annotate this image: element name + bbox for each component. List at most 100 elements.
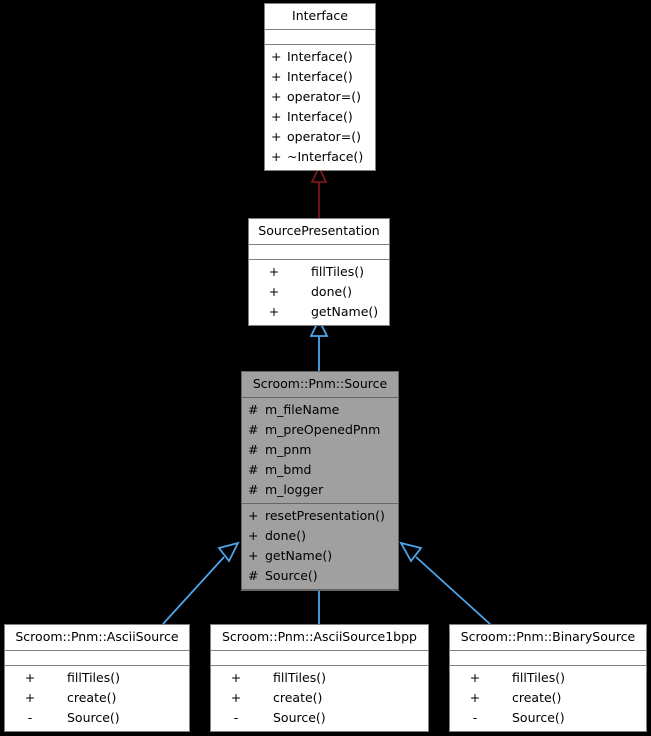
methods-compartment: + fillTiles() + done() + getName() xyxy=(249,260,389,325)
method-row: + ~Interface() xyxy=(265,147,375,167)
method-row: + Interface() xyxy=(265,47,375,67)
edge-asciisource-to-source xyxy=(162,541,240,625)
attribute-row: # m_logger xyxy=(242,480,398,500)
attributes-compartment: # m_fileName # m_preOpenedPnm # m_pnm # … xyxy=(242,398,398,504)
attribute-row: # m_bmd xyxy=(242,460,398,480)
member-label: operator=() xyxy=(287,129,361,144)
visibility-marker: - xyxy=(233,710,239,725)
attributes-compartment xyxy=(450,651,646,666)
method-row: + resetPresentation() xyxy=(242,506,398,526)
member-label: done() xyxy=(265,528,306,543)
class-title: Scroom::Pnm::BinarySource xyxy=(450,625,646,651)
visibility-marker: + xyxy=(24,670,36,685)
method-row: + create() xyxy=(211,688,428,708)
visibility-marker: + xyxy=(271,49,282,64)
class-node-scroom-pnm-asciisource[interactable]: Scroom::Pnm::AsciiSource + fillTiles() +… xyxy=(4,624,190,732)
method-row: + operator=() xyxy=(265,87,375,107)
class-title: Interface xyxy=(265,4,375,30)
method-row: + fillTiles() xyxy=(249,262,389,282)
methods-compartment: + Interface() + Interface() + operator=(… xyxy=(265,45,375,170)
member-label: fillTiles() xyxy=(67,670,120,685)
visibility-marker: + xyxy=(271,129,282,144)
method-row: # Source() xyxy=(242,566,398,586)
visibility-marker: + xyxy=(271,69,282,84)
method-row: + getName() xyxy=(242,546,398,566)
member-label: ~Interface() xyxy=(287,149,364,164)
class-node-scroom-pnm-source[interactable]: Scroom::Pnm::Source # m_fileName # m_pre… xyxy=(241,371,399,591)
visibility-marker: + xyxy=(24,690,36,705)
attributes-compartment xyxy=(265,30,375,45)
class-title: Scroom::Pnm::Source xyxy=(242,372,398,398)
edge-presentation-to-interface xyxy=(310,165,328,218)
member-label: create() xyxy=(67,690,117,705)
member-label: fillTiles() xyxy=(273,670,326,685)
member-label: Source() xyxy=(512,710,565,725)
visibility-marker: - xyxy=(472,710,478,725)
methods-compartment: + resetPresentation() + done() + getName… xyxy=(242,504,398,590)
member-label: m_preOpenedPnm xyxy=(265,422,381,437)
member-label: resetPresentation() xyxy=(265,508,385,523)
method-row: + Interface() xyxy=(265,67,375,87)
method-row: - Source() xyxy=(450,708,646,728)
attribute-row: # m_pnm xyxy=(242,440,398,460)
member-label: operator=() xyxy=(287,89,361,104)
member-label: Source() xyxy=(273,710,326,725)
class-title: SourcePresentation xyxy=(249,219,389,245)
member-label: m_pnm xyxy=(265,442,312,457)
member-label: m_bmd xyxy=(265,462,312,477)
methods-compartment: + fillTiles() + create() - Source() xyxy=(211,666,428,731)
visibility-marker: # xyxy=(248,482,259,497)
attributes-compartment xyxy=(211,651,428,666)
attribute-row: # m_fileName xyxy=(242,400,398,420)
visibility-marker: + xyxy=(268,284,280,299)
visibility-marker: + xyxy=(271,109,282,124)
method-row: + create() xyxy=(450,688,646,708)
class-title: Scroom::Pnm::AsciiSource1bpp xyxy=(211,625,428,651)
visibility-marker: + xyxy=(248,508,259,523)
visibility-marker: # xyxy=(248,568,259,583)
class-node-source-presentation[interactable]: SourcePresentation + fillTiles() + done(… xyxy=(248,218,390,326)
member-label: Source() xyxy=(265,568,318,583)
visibility-marker: + xyxy=(268,264,280,279)
member-label: fillTiles() xyxy=(512,670,565,685)
class-node-scroom-pnm-binarysource[interactable]: Scroom::Pnm::BinarySource + fillTiles() … xyxy=(449,624,647,732)
method-row: + done() xyxy=(249,282,389,302)
methods-compartment: + fillTiles() + create() - Source() xyxy=(450,666,646,731)
visibility-marker: + xyxy=(230,670,242,685)
member-label: create() xyxy=(273,690,323,705)
member-label: m_logger xyxy=(265,482,324,497)
member-label: Interface() xyxy=(287,49,353,64)
member-label: getName() xyxy=(265,548,333,563)
member-label: Interface() xyxy=(287,69,353,84)
visibility-marker: + xyxy=(248,528,259,543)
method-row: + fillTiles() xyxy=(450,668,646,688)
method-row: + Interface() xyxy=(265,107,375,127)
class-node-interface[interactable]: Interface + Interface() + Interface() + … xyxy=(264,3,376,171)
edge-source-to-presentation xyxy=(309,317,329,371)
method-row: + done() xyxy=(242,526,398,546)
member-label: fillTiles() xyxy=(311,264,364,279)
visibility-marker: # xyxy=(248,422,259,437)
visibility-marker: + xyxy=(469,690,481,705)
method-row: + fillTiles() xyxy=(5,668,189,688)
method-row: + create() xyxy=(5,688,189,708)
edge-binarysource-to-source xyxy=(399,541,491,625)
member-label: Interface() xyxy=(287,109,353,124)
member-label: create() xyxy=(512,690,562,705)
attribute-row: # m_preOpenedPnm xyxy=(242,420,398,440)
methods-compartment: + fillTiles() + create() - Source() xyxy=(5,666,189,731)
visibility-marker: - xyxy=(27,710,33,725)
method-row: - Source() xyxy=(5,708,189,728)
method-row: + fillTiles() xyxy=(211,668,428,688)
member-label: done() xyxy=(311,284,352,299)
member-label: getName() xyxy=(311,304,379,319)
class-node-scroom-pnm-asciisource1bpp[interactable]: Scroom::Pnm::AsciiSource1bpp + fillTiles… xyxy=(210,624,429,732)
visibility-marker: + xyxy=(271,89,282,104)
method-row: + operator=() xyxy=(265,127,375,147)
visibility-marker: + xyxy=(469,670,481,685)
visibility-marker: + xyxy=(230,690,242,705)
member-label: m_fileName xyxy=(265,402,340,417)
method-row: + getName() xyxy=(249,302,389,322)
visibility-marker: # xyxy=(248,402,259,417)
